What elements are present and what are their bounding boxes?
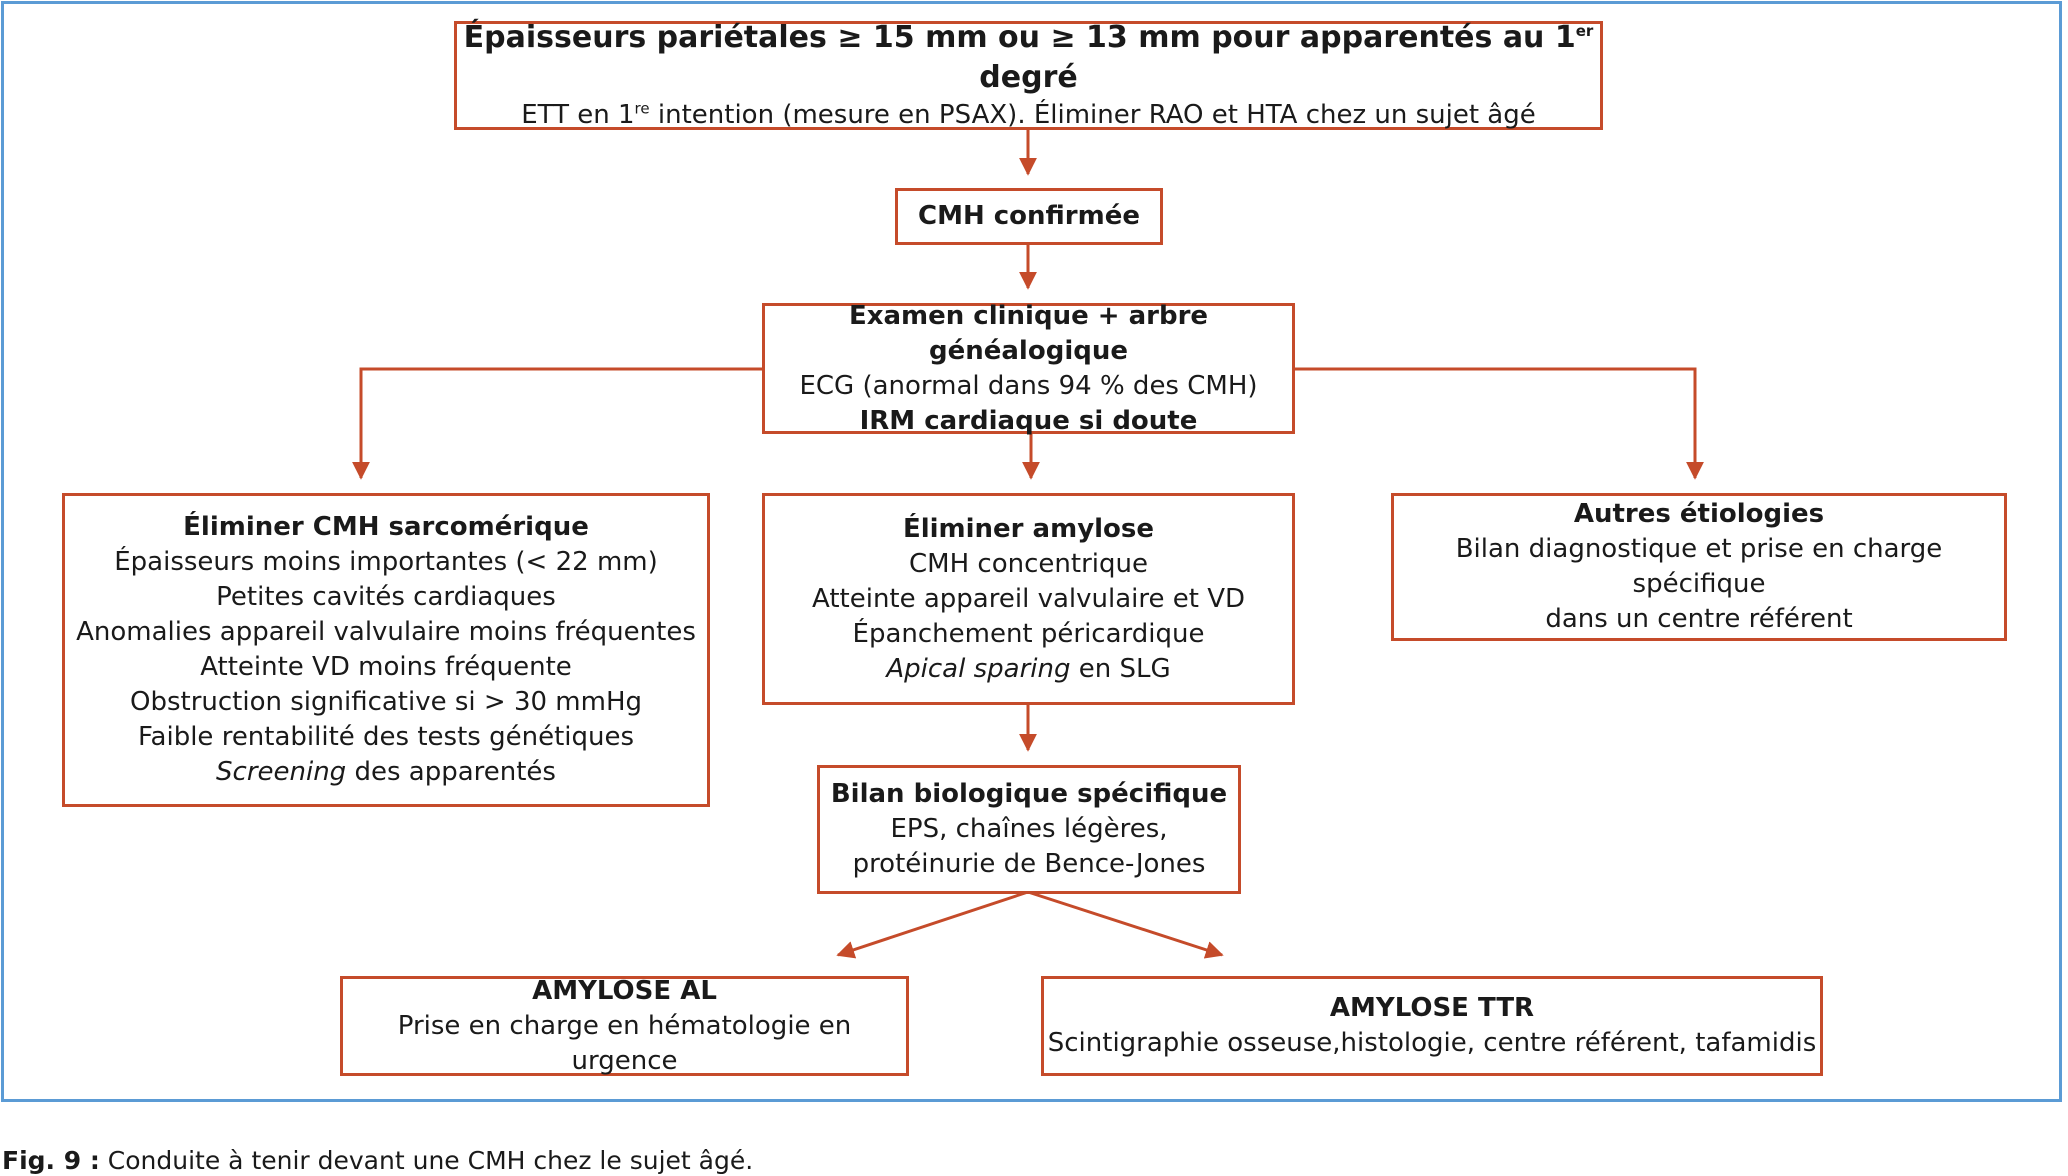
figure-caption-text: Conduite à tenir devant une CMH chez le … [99,1146,754,1175]
box-amylose-al-title: AMYLOSE AL [532,975,717,1006]
box-sarcomeric-title: Éliminer CMH sarcomérique [183,512,589,542]
box-sarcomeric-line-1: Épaisseurs moins importantes (< 22 mm) [114,547,658,577]
box-other-etiologies-line-1: Bilan diagnostique et prise en charge sp… [1455,534,1943,599]
box-wall-thickness: Épaisseurs pariétales ≥ 15 mm ou ≥ 13 mm… [454,20,1603,130]
box-wall-thickness-title: Épaisseurs pariétales ≥ 15 mm ou ≥ 13 mm… [463,20,1594,95]
box-biological-workup-line-2: protéinurie de Bence-Jones [852,849,1206,879]
arrow-exam-to-autres [1294,367,1704,480]
box-cmh-confirmed: CMH confirmée [895,188,1163,245]
figure-frame [1,1,2062,1102]
box-clinical-exam-line-1: ECG (anormal dans 94 % des CMH) [799,370,1258,401]
box-amylose-line-4: Apical sparing en SLG [886,653,1171,684]
box-amylose-line-1: CMH concentrique [909,548,1148,579]
box-clinical-exam: Examen clinique + arbre généalogique ECG… [762,301,1295,436]
box-sarcomeric-line-3: Anomalies appareil valvulaire moins fréq… [76,617,696,647]
box-clinical-exam-line-2: IRM cardiaque si doute [859,405,1198,436]
box-sarcomeric-line-2: Petites cavités cardiaques [216,582,556,612]
box-other-etiologies: Autres étiologies Bilan diagnostique et … [1391,493,2007,641]
box-sarcomeric-line-5: Obstruction significative si > 30 mmHg [129,687,643,717]
box-cmh-confirmed-title: CMH confirmée [917,201,1140,231]
arrow-exam-to-sarcomeric [352,367,762,480]
box-biological-workup: Bilan biologique spécifique EPS, chaînes… [817,765,1241,894]
box-amylose-line-2: Atteinte appareil valvulaire et VD [812,583,1245,614]
box-amylose-al: AMYLOSE AL Prise en charge en hématologi… [340,976,909,1076]
figure-caption-label: Fig. 9 : [2,1146,100,1175]
box-sarcomeric-line-7: Screening des apparentés [216,757,556,787]
arrow-bilan-to-al [836,890,1029,959]
box-other-etiologies-line-2: dans un centre référent [1545,604,1853,634]
box-amylose-ttr-line-1: Scintigraphie osseuse,histologie, centre… [1047,1028,1817,1058]
box-amylose-ttr: AMYLOSE TTR Scintigraphie osseuse,histol… [1041,976,1823,1076]
figure-caption: Fig. 9 : Conduite à tenir devant une CMH… [2,1146,753,1176]
box-amylose-line-3: Épanchement péricardique [852,618,1205,649]
box-amylose: Éliminer amylose CMH concentrique Attein… [762,493,1295,705]
connectors [352,129,1704,959]
box-sarcomeric-line-4: Atteinte VD moins fréquente [200,652,572,682]
box-wall-thickness-line: ETT en 1re intention (mesure en PSAX). É… [521,99,1536,130]
box-sarcomeric: Éliminer CMH sarcomérique Épaisseurs moi… [62,493,710,807]
box-sarcomeric-line-6: Faible rentabilité des tests génétiques [137,722,635,752]
box-clinical-exam-title: Examen clinique + arbre généalogique [848,300,1209,366]
box-biological-workup-line-1: EPS, chaînes légères, [890,814,1168,844]
arrow-bilan-to-ttr [1027,890,1224,959]
box-other-etiologies-title: Autres étiologies [1573,499,1825,529]
box-amylose-ttr-title: AMYLOSE TTR [1329,993,1535,1023]
box-biological-workup-title: Bilan biologique spécifique [830,779,1228,809]
box-amylose-al-line-1: Prise en charge en hématologie en urgenc… [397,1010,852,1076]
box-amylose-title: Éliminer amylose [902,513,1155,544]
